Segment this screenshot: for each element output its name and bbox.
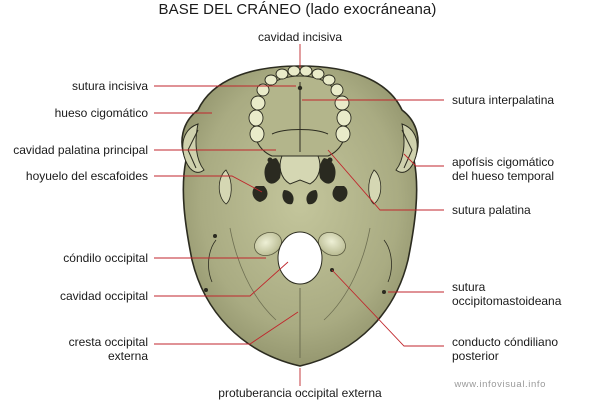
label-conducto-line1: conducto cóndiliano: [452, 335, 559, 349]
label-protuberancia: protuberancia occipital externa: [218, 386, 382, 400]
label-apofisis-line2: del hueso temporal: [452, 169, 555, 183]
label-cresta-occipital-line1: cresta occipital: [68, 335, 148, 349]
label-cavidad-occipital: cavidad occipital: [59, 289, 148, 303]
label-cresta-occipital-line2: externa: [107, 349, 148, 363]
leader-lines: [154, 44, 444, 386]
label-sutura-occ-line2: occipitomastoideana: [452, 294, 562, 308]
label-cavidad-palatina: cavidad palatina principal: [13, 143, 148, 157]
label-sutura-incisiva: sutura incisiva: [71, 79, 148, 93]
label-sutura-interpalatina: sutura interpalatina: [452, 93, 555, 107]
label-conducto-line2: posterior: [452, 349, 499, 363]
label-condilo-occipital: cóndilo occipital: [63, 251, 148, 265]
watermark: www.infovisual.info: [454, 379, 546, 390]
label-hoyuelo-escafoides: hoyuelo del escafoides: [25, 169, 148, 183]
label-hueso-cigomatico: hueso cigomático: [54, 106, 148, 120]
skull-outline: [181, 65, 419, 367]
zygomatic-arch-right: [395, 123, 418, 173]
label-apofisis-line1: apofísis cigomático: [452, 155, 555, 169]
label-cavidad-incisiva: cavidad incisiva: [257, 30, 343, 44]
label-sutura-occ-line1: sutura: [452, 280, 486, 294]
condyle-right: [318, 232, 346, 256]
condyle-left: [254, 232, 282, 256]
label-sutura-palatina: sutura palatina: [452, 203, 531, 217]
foramen-magnum: [277, 231, 323, 285]
teeth: [248, 65, 352, 143]
diagram-title: BASE DEL CRÁNEO (lado exocráneana): [158, 1, 437, 18]
